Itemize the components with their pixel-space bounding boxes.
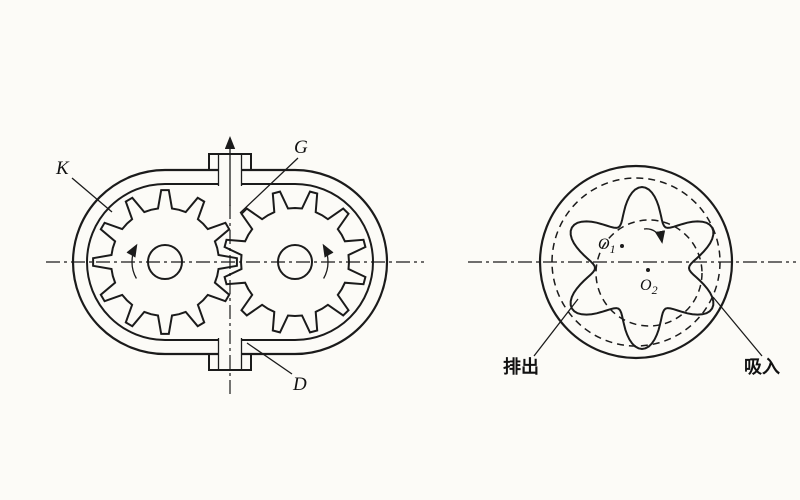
rotor-rotation-arrow — [643, 228, 666, 244]
center-o1-label: O1 — [598, 236, 616, 256]
label-casing-k: K — [55, 158, 70, 179]
pump-casing-inner — [86, 183, 374, 341]
label-k-leader-line — [71, 177, 113, 213]
discharge-leader-line — [533, 298, 579, 357]
bottom-port-channel-mask — [219, 337, 241, 358]
external-gear-pump-diagram: K G D — [46, 136, 424, 398]
discharge-label: 排出 — [503, 356, 539, 377]
suction-label: 吸入 — [744, 357, 780, 377]
suction-leader-line — [712, 296, 763, 357]
inner-rotor-pitch-circle — [595, 219, 703, 327]
label-gear-g: G — [294, 137, 308, 158]
center-o2-label: O2 — [640, 277, 658, 297]
label-g-leader-line — [239, 157, 299, 214]
label-port-d: D — [292, 374, 307, 395]
pump-casing-outer — [71, 168, 389, 356]
center-o1-dot — [620, 244, 624, 248]
label-d-leader-line — [246, 342, 293, 375]
bottom-port-flange — [208, 354, 252, 371]
center-o2-dot — [646, 268, 650, 272]
rotor-lobe-profile — [569, 185, 715, 351]
gerotor-pump-diagram: O1 O2 排出 吸入 — [468, 164, 796, 377]
